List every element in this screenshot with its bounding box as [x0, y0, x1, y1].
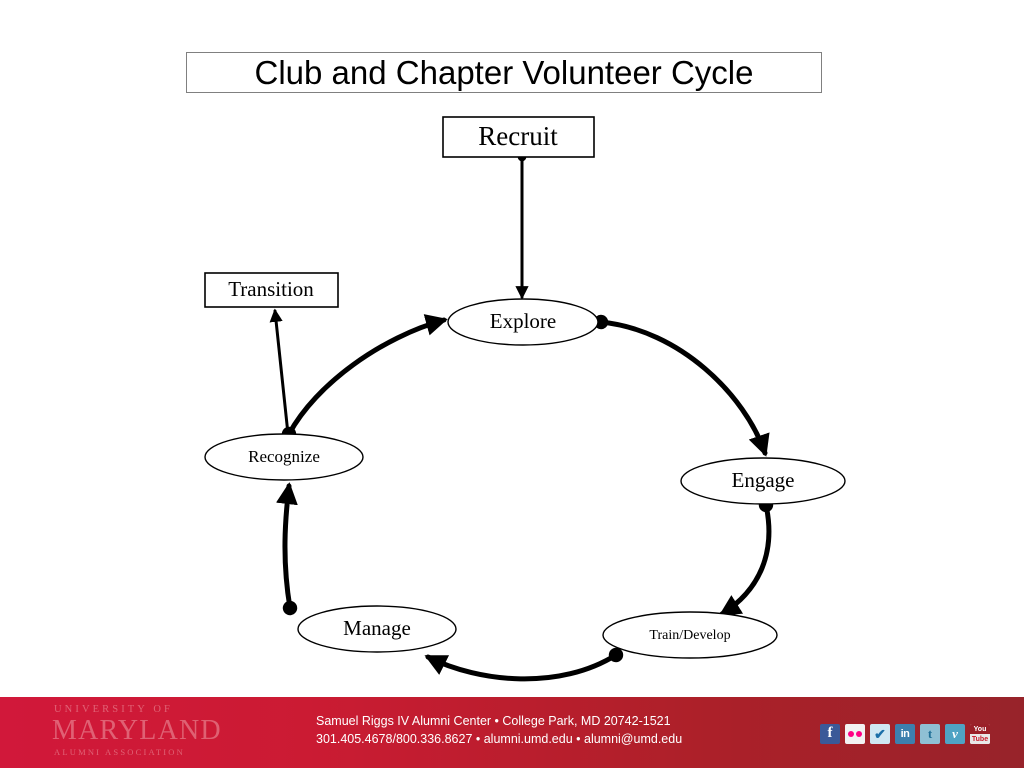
logo-line-alumni-association: ALUMNI ASSOCIATION: [54, 746, 185, 757]
umd-alumni-logo: UNIVERSITY OF MARYLAND ALUMNI ASSOCIATIO…: [52, 704, 252, 761]
social-links-row: f ✔ in t v You Tube: [820, 724, 990, 744]
node-transition-label: Transition: [228, 277, 314, 301]
footer-bar: UNIVERSITY OF MARYLAND ALUMNI ASSOCIATIO…: [0, 697, 1024, 768]
edge-manage-to-recognize: [275, 482, 298, 616]
node-traindevelop[interactable]: Train/Develop: [602, 611, 778, 659]
diagram-edges: [269, 152, 774, 682]
edge-traindevelop-to-manage: [424, 647, 624, 682]
youtube-glyph-top: You: [970, 724, 990, 734]
diagram-nodes: Recruit Transition Explore Engage Recogn…: [204, 116, 846, 659]
node-manage-label: Manage: [343, 616, 411, 640]
page-title: Club and Chapter Volunteer Cycle: [254, 54, 754, 91]
node-engage-label: Engage: [732, 468, 795, 492]
volunteer-cycle-diagram: Recruit Transition Explore Engage Recogn…: [204, 116, 846, 682]
node-recognize[interactable]: Recognize: [204, 433, 364, 481]
edge-recognize-to-transition: [269, 308, 293, 439]
twitter-glyph: t: [927, 726, 933, 741]
linkedin-icon[interactable]: in: [895, 724, 915, 744]
foursquare-icon[interactable]: ✔: [870, 724, 890, 744]
node-manage[interactable]: Manage: [297, 605, 457, 653]
vimeo-glyph: v: [952, 726, 958, 741]
edge-explore-to-engage: [593, 314, 770, 457]
node-transition[interactable]: Transition: [204, 272, 339, 308]
flickr-icon[interactable]: [845, 724, 865, 744]
edge-engage-to-traindevelop: [718, 497, 774, 617]
facebook-glyph: f: [827, 725, 833, 741]
logo-line-maryland: MARYLAND: [52, 714, 222, 746]
node-explore[interactable]: Explore: [447, 298, 599, 346]
node-recognize-label: Recognize: [248, 447, 320, 466]
facebook-icon[interactable]: f: [820, 724, 840, 744]
edge-recognize-to-explore: [281, 314, 448, 442]
flickr-dots-glyph: [848, 731, 862, 737]
vimeo-icon[interactable]: v: [945, 724, 965, 744]
slide-title-box: Club and Chapter Volunteer Cycle: [186, 52, 822, 93]
logo-line-university-of: UNIVERSITY OF: [54, 704, 173, 715]
youtube-glyph-bottom: Tube: [970, 734, 990, 744]
node-explore-label: Explore: [490, 309, 556, 333]
youtube-glyph: You Tube: [970, 724, 990, 744]
footer-address-line: Samuel Riggs IV Alumni Center • College …: [316, 714, 671, 728]
node-recruit-label: Recruit: [478, 121, 558, 151]
footer-phone-web-line: 301.405.4678/800.336.8627 • alumni.umd.e…: [316, 732, 683, 746]
node-engage[interactable]: Engage: [680, 457, 846, 505]
node-recruit[interactable]: Recruit: [442, 116, 595, 158]
youtube-icon[interactable]: You Tube: [970, 724, 990, 744]
twitter-icon[interactable]: t: [920, 724, 940, 744]
footer-contact-block: Samuel Riggs IV Alumni Center • College …: [316, 712, 736, 748]
node-traindevelop-label: Train/Develop: [649, 628, 730, 643]
foursquare-check-glyph: ✔: [874, 726, 886, 742]
linkedin-glyph: in: [900, 728, 910, 740]
